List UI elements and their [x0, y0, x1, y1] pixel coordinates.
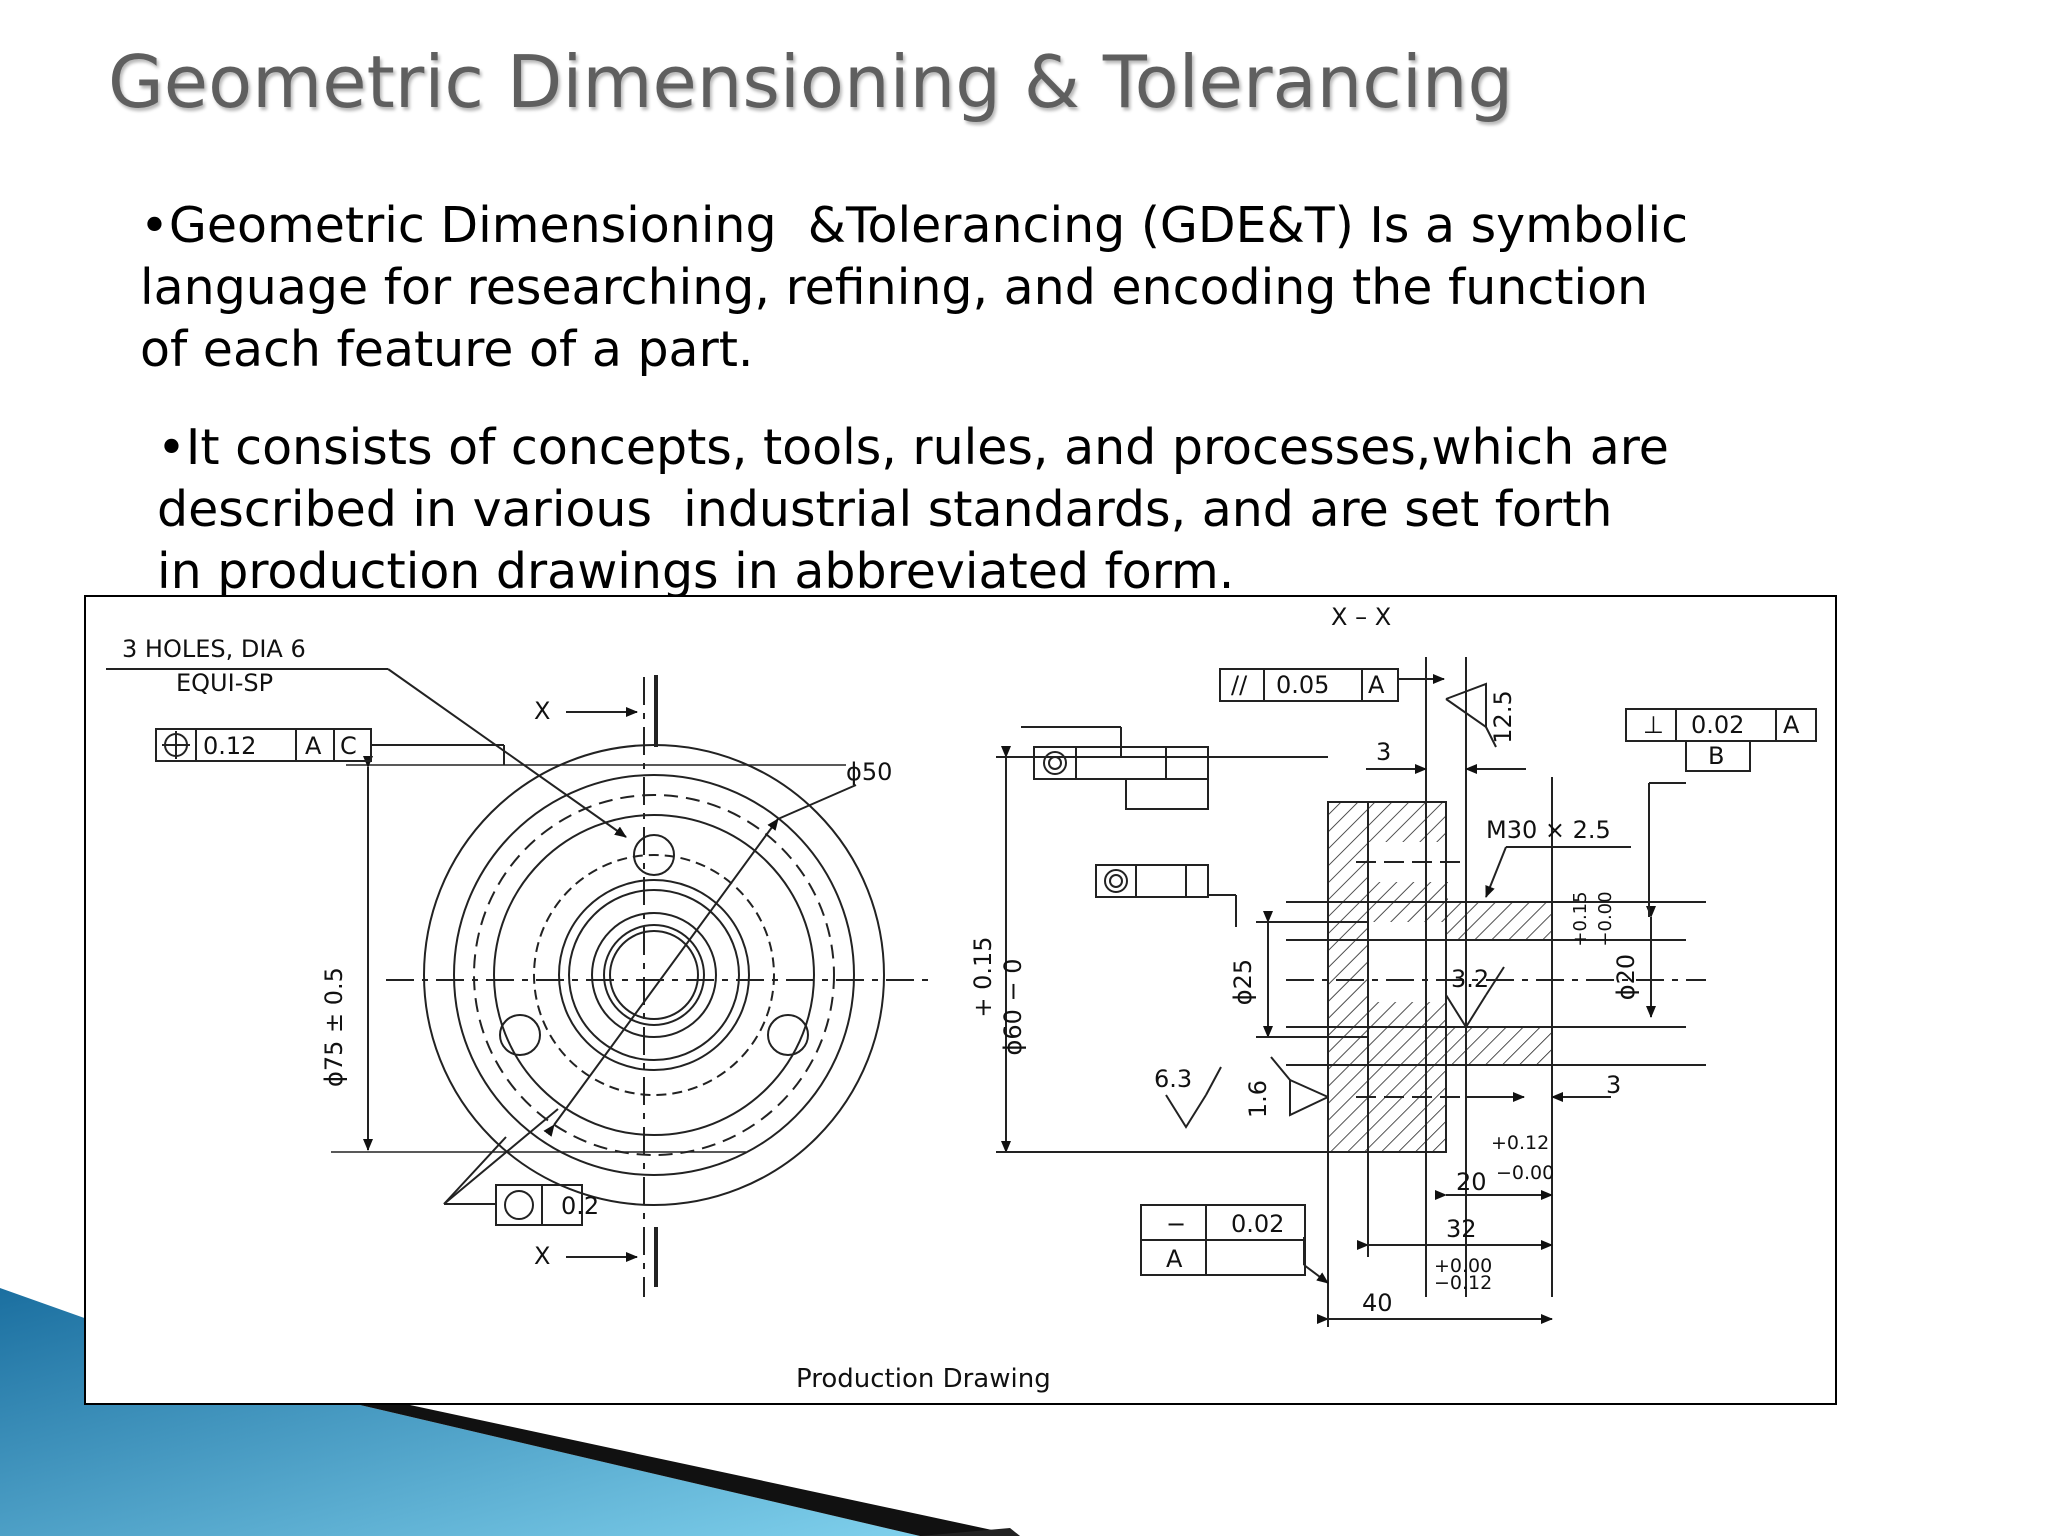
bullet-line: in production drawings in abbreviated fo… [157, 543, 1235, 600]
front-view [106, 668, 936, 1297]
perp-datum-a: A [1783, 711, 1800, 739]
position-datum-c: C [340, 732, 357, 760]
dim-40: 40 [1362, 1289, 1393, 1317]
roughness-3-2: 3.2 [1451, 965, 1489, 993]
perp-value: 0.02 [1691, 711, 1744, 739]
holes-note: 3 HOLES, DIA 6 [122, 635, 306, 663]
roughness-12-5: 12.5 [1489, 690, 1517, 743]
parallel-value: 0.05 [1276, 671, 1329, 699]
straightness-datum-a: A [1166, 1245, 1183, 1273]
drawing-caption: Production Drawing [796, 1364, 1051, 1394]
dia20-tol-lower: −0.00 [1595, 891, 1616, 946]
dia50-label: ϕ50 [846, 758, 892, 786]
dim-20: 20 [1456, 1168, 1487, 1196]
concentricity-symbol-icon [1104, 869, 1128, 893]
dim-40-upper: +0.00 [1434, 1255, 1492, 1277]
bullet-line: of each feature of a part. [140, 321, 754, 378]
production-drawing-figure: X – X 3 HOLES, DIA 6 EQUI-SP 0.12 A C X … [84, 595, 1837, 1405]
perp-symbol: ⊥ [1643, 711, 1664, 739]
dim-3-top: 3 [1376, 738, 1391, 766]
bullet-gdt-definition: •Geometric Dimensioning &Tolerancing (GD… [140, 195, 1688, 381]
circularity-value: 0.2 [561, 1192, 599, 1220]
dia25-label: ϕ25 [1229, 959, 1257, 1005]
holes-note-spacing: EQUI-SP [176, 669, 273, 697]
concentricity-datum-box [1125, 778, 1209, 810]
parallel-datum: A [1368, 671, 1385, 699]
thread-label: M30 × 2.5 [1486, 816, 1611, 844]
dia75-label: ϕ75 ± 0.5 [320, 967, 348, 1087]
dim-32: 32 [1446, 1215, 1477, 1243]
parallelism-frame [1219, 668, 1399, 702]
straightness-symbol: − [1166, 1210, 1186, 1238]
dia20-tol-upper: +0.15 [1570, 891, 1591, 946]
circularity-frame [495, 1184, 583, 1226]
concentricity-symbol-icon [1043, 751, 1067, 775]
bullet-line: •It consists of concepts, tools, rules, … [157, 419, 1669, 476]
production-drawing: X – X 3 HOLES, DIA 6 EQUI-SP 0.12 A C X … [106, 603, 1817, 1394]
dim-3-bottom: 3 [1606, 1071, 1621, 1099]
position-datum-a: A [305, 732, 322, 760]
straightness-value: 0.02 [1231, 1210, 1284, 1238]
roughness-6-3: 6.3 [1154, 1065, 1192, 1093]
position-tolerance-frame [155, 728, 372, 762]
dia20-label: ϕ20 [1612, 954, 1640, 1000]
circularity-symbol-icon [504, 1190, 534, 1220]
concentricity-frame-1 [1033, 746, 1209, 780]
bullet-line: •Geometric Dimensioning &Tolerancing (GD… [140, 197, 1689, 254]
dim-40-lower: −0.12 [1434, 1272, 1492, 1294]
dim-20-lower: −0.00 [1496, 1162, 1554, 1184]
section-view [996, 657, 1706, 1327]
roughness-1-6: 1.6 [1244, 1080, 1272, 1118]
dia60-tolerance: + 0.15 [969, 936, 997, 1017]
bullet-line: language for researching, refining, and … [140, 259, 1649, 316]
concentricity-frame-2 [1095, 864, 1209, 898]
bullet-gdt-concepts: •It consists of concepts, tools, rules, … [157, 417, 1669, 603]
perp-datum-box [1685, 740, 1751, 772]
slide-title: Geometric Dimensioning & Tolerancing [108, 40, 1514, 124]
dim-20-upper: +0.12 [1491, 1132, 1549, 1154]
section-label: X – X [1331, 603, 1391, 631]
dia60-label: ϕ60 − 0 [999, 958, 1027, 1055]
section-mark-top: X [534, 697, 550, 725]
position-tolerance-value: 0.12 [203, 732, 256, 760]
parallel-symbol: // [1231, 671, 1248, 699]
bullet-line: described in various industrial standard… [157, 481, 1613, 538]
section-mark-bottom: X [534, 1242, 550, 1270]
perp-datum-b: B [1708, 742, 1724, 770]
